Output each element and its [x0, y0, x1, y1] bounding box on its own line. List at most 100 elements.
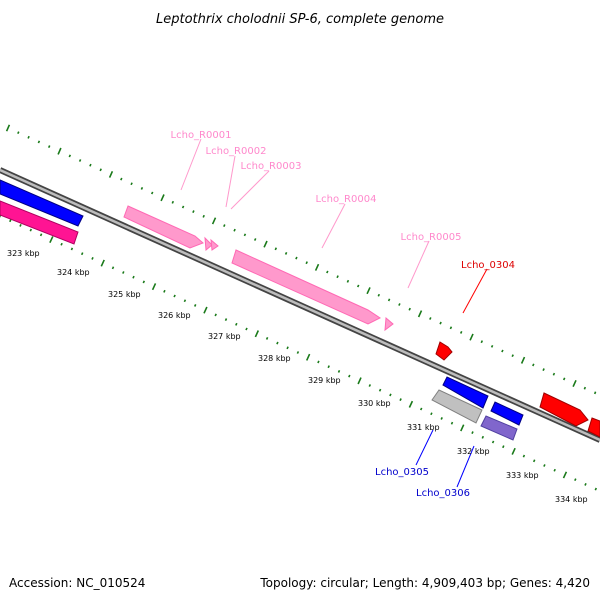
- outer-tick: [89, 163, 92, 167]
- outer-tick: [150, 191, 154, 195]
- inner-tick: [584, 482, 587, 486]
- gene-Lcho_R0005[interactable]: [384, 316, 394, 332]
- outer-tick: [211, 217, 217, 225]
- inner-tick: [29, 228, 33, 232]
- outer-tick-ring: [5, 124, 597, 395]
- inner-tick: [254, 330, 260, 338]
- gene-Lcho_R0001[interactable]: [123, 205, 204, 249]
- inner-tick: [70, 247, 74, 251]
- inner-tick: [224, 318, 228, 322]
- outer-tick: [469, 333, 474, 341]
- gene-Lcho_R0002[interactable]: [204, 236, 213, 251]
- outer-tick: [459, 330, 463, 334]
- inner-tick: [460, 424, 465, 432]
- inner-tick: [408, 400, 414, 408]
- gene-blue-2[interactable]: [490, 401, 524, 426]
- label-Lcho_R0005: Lcho_R0005: [401, 232, 462, 243]
- inner-tick: [337, 369, 341, 373]
- outer-tick: [202, 214, 205, 218]
- outer-tick: [346, 279, 350, 283]
- outer-tick: [27, 135, 30, 139]
- gene-Lcho_0304[interactable]: [435, 341, 453, 361]
- outer-tick: [501, 349, 504, 353]
- outer-tick: [520, 356, 526, 364]
- outer-tick: [377, 293, 381, 297]
- inner-tick: [203, 306, 208, 314]
- kbp-scale: 323 kbp 324 kbp 325 kbp 326 kbp 327 kbp …: [7, 249, 588, 504]
- gene-left-blue[interactable]: [0, 179, 84, 227]
- gene-left-magenta[interactable]: [0, 200, 79, 245]
- kbp-label: 331 kbp: [407, 423, 440, 432]
- inner-tick: [399, 398, 402, 402]
- inner-tick: [378, 388, 382, 392]
- gene-red-right[interactable]: [539, 392, 589, 427]
- outer-tick: [398, 303, 401, 306]
- outer-tick: [366, 287, 371, 295]
- kbp-label: 328 kbp: [258, 354, 291, 363]
- inner-tick: [100, 259, 105, 267]
- kbp-label: 332 kbp: [457, 447, 490, 456]
- outer-tick: [68, 154, 72, 158]
- inner-tick: [19, 223, 22, 227]
- outer-tick: [233, 228, 236, 232]
- label-leaders: [180, 138, 488, 488]
- outer-tick: [192, 210, 195, 214]
- inner-tick: [368, 384, 372, 387]
- inner-tick-ring: [0, 212, 598, 491]
- inner-tick: [522, 454, 526, 458]
- gene-Lcho_R0004[interactable]: [231, 249, 381, 325]
- outer-tick: [223, 224, 226, 228]
- gene-red-right-2[interactable]: [587, 417, 600, 438]
- outer-tick: [572, 379, 577, 388]
- inner-tick: [430, 412, 433, 416]
- inner-tick: [450, 421, 454, 425]
- inner-tick: [491, 440, 495, 444]
- outer-tick: [253, 238, 257, 241]
- map-title: Leptothrix cholodnii SP-6, complete geno…: [156, 12, 444, 27]
- outer-tick: [305, 261, 308, 265]
- gene-purple[interactable]: [480, 415, 518, 441]
- inner-tick: [265, 336, 269, 340]
- outer-tick: [130, 182, 133, 186]
- outer-tick: [429, 317, 432, 320]
- inner-tick: [574, 478, 577, 482]
- outer-tick: [243, 233, 247, 237]
- outer-tick: [417, 310, 423, 318]
- kbp-label: 324 kbp: [57, 268, 90, 277]
- outer-tick: [387, 298, 391, 302]
- gene-Lcho_R0003[interactable]: [210, 238, 219, 251]
- accession-text: Accession: NC_010524: [9, 576, 145, 590]
- inner-tick: [317, 360, 320, 364]
- outer-tick: [532, 363, 535, 367]
- genome-backbone: [0, 167, 600, 443]
- inner-tick: [511, 447, 516, 455]
- inner-tick: [471, 431, 474, 435]
- inner-tick: [132, 275, 135, 279]
- inner-tick: [151, 283, 157, 291]
- outer-tick: [263, 240, 268, 248]
- outer-tick: [480, 340, 484, 344]
- kbp-label: 334 kbp: [555, 495, 588, 504]
- label-Lcho_0306: Lcho_0306: [416, 488, 470, 499]
- gene-Lcho_0306[interactable]: [431, 389, 483, 424]
- gene-Lcho_0305[interactable]: [442, 376, 489, 409]
- outer-tick: [314, 263, 320, 271]
- label-Lcho_0305: Lcho_0305: [375, 467, 429, 478]
- outer-tick: [37, 140, 41, 144]
- inner-tick: [543, 464, 546, 467]
- outer-tick: [593, 391, 597, 395]
- label-Lcho_R0002: Lcho_R0002: [206, 146, 267, 157]
- inner-tick: [163, 289, 166, 293]
- kbp-label: 327 kbp: [208, 332, 241, 341]
- kbp-label: 330 kbp: [358, 399, 391, 408]
- outer-tick: [542, 368, 545, 372]
- outer-tick: [57, 147, 62, 155]
- inner-tick: [389, 393, 392, 397]
- kbp-label: 323 kbp: [7, 249, 40, 258]
- outer-tick: [120, 177, 123, 181]
- inner-tick: [481, 435, 485, 439]
- inner-tick: [348, 374, 351, 378]
- inner-tick: [562, 471, 568, 479]
- inner-tick: [357, 377, 362, 385]
